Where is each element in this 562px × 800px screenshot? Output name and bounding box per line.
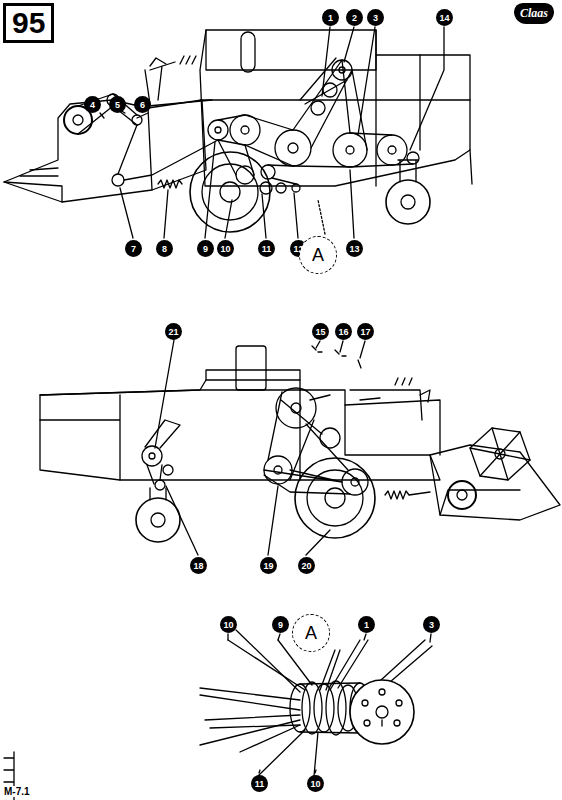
callout-number: 21: [165, 323, 182, 340]
callout-number: 15: [312, 323, 329, 340]
label-text: A: [312, 245, 324, 266]
label-text: 10: [310, 779, 320, 789]
callout-number: 8: [156, 240, 173, 257]
label-text: 3: [429, 620, 434, 630]
label-text: 6: [140, 100, 145, 110]
label-text: M-7.1: [4, 786, 30, 797]
callout-number: 13: [346, 240, 363, 257]
callout-number: 6: [134, 96, 151, 113]
callout-number: 1: [358, 616, 375, 633]
label-text: 14: [439, 13, 449, 23]
label-text: 9: [203, 244, 208, 254]
callout-number: 19: [260, 557, 277, 574]
callout-number: 14: [436, 9, 453, 26]
callout-number: 16: [335, 323, 352, 340]
label-text: 11: [262, 244, 272, 254]
label-text: 1: [364, 620, 369, 630]
label-text: 13: [349, 244, 359, 254]
node-text: Claas: [520, 6, 548, 21]
callout-number: 11: [251, 775, 268, 792]
callout-number: 9: [272, 616, 289, 633]
label-text: 15: [315, 327, 325, 337]
label-text: 21: [168, 327, 178, 337]
callout-number: 20: [298, 557, 315, 574]
callout-number: 3: [367, 9, 384, 26]
label-text: 1: [328, 13, 333, 23]
callout-number: 3: [423, 616, 440, 633]
label-text: 20: [301, 561, 311, 571]
callout-number: 9: [197, 240, 214, 257]
label-text: 8: [162, 244, 167, 254]
pulley-stack-detail: [4, 630, 432, 800]
callout-number: 2: [346, 9, 363, 26]
callout-number: 4: [84, 96, 101, 113]
label-text: 5: [115, 100, 120, 110]
detail-marker: A: [292, 614, 330, 652]
label-text: 10: [220, 244, 230, 254]
label-text: 18: [193, 561, 203, 571]
callout-number: 18: [190, 557, 207, 574]
label-text: 10: [223, 620, 233, 630]
callout-number: 7: [125, 240, 142, 257]
callout-number: 5: [109, 96, 126, 113]
combine-left-side: [4, 27, 472, 238]
brand-emblem: Claas: [514, 3, 554, 24]
label-text: 9: [278, 620, 283, 630]
detail-marker: A: [299, 236, 337, 274]
label-text: 16: [338, 327, 348, 337]
node-text: 95: [12, 8, 45, 38]
label-text: A: [305, 623, 317, 644]
callout-number: 10: [217, 240, 234, 257]
callout-number: 11: [258, 240, 275, 257]
label-text: 4: [90, 100, 95, 110]
label-text: 7: [131, 244, 136, 254]
label-text: 19: [263, 561, 273, 571]
drawing-code: M-7.1: [2, 786, 32, 797]
callout-number: 1: [322, 9, 339, 26]
combine-right-side: [40, 340, 560, 555]
label-text: 3: [373, 13, 378, 23]
callout-number: 10: [307, 775, 324, 792]
callout-number: 10: [220, 616, 237, 633]
page-number-box: 95: [3, 3, 54, 43]
label-text: 17: [360, 327, 370, 337]
label-text: 2: [352, 13, 357, 23]
callout-number: 17: [357, 323, 374, 340]
label-text: 11: [255, 779, 265, 789]
